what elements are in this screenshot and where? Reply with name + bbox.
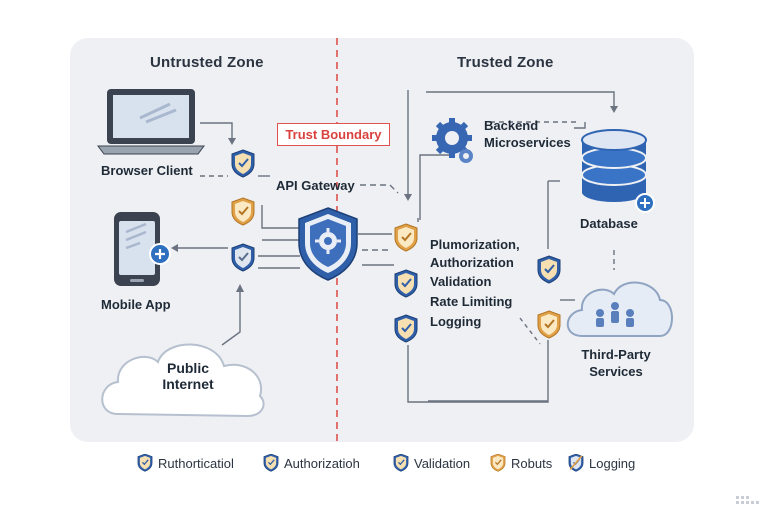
function-item: Authorization [430,255,514,270]
untrusted-zone-title: Untrusted Zone [150,54,264,71]
legend-item: Ruthorticatiol [137,454,234,472]
cloud-icon [101,343,265,418]
legend-label: Robuts [511,455,553,471]
logging-shield-icon [394,314,418,343]
legend-item: Logging [568,454,635,472]
legend-item: Authorizatioh [263,454,360,472]
legend-label: Authorizatioh [284,455,360,471]
legend-label: Logging [589,455,636,471]
third-party-shield-icon [537,255,561,284]
watermark-dots [736,496,759,504]
validation-shield-icon [394,269,418,298]
auth-shield-icon [394,223,418,252]
api-gateway-shield-icon [298,207,358,281]
mobile-phone-icon [114,212,160,286]
mobile-shield-icon [231,243,255,272]
legend-label: Validation [414,455,471,471]
third-party-line2: Services [589,364,643,379]
backend-line1: Backend [484,118,539,133]
legend: Ruthorticatiol Authorizatioh Validation … [0,454,768,474]
backend-line2: Microservices [484,135,571,150]
trusted-zone-title: Trusted Zone [457,54,554,71]
database-label: Database [580,216,638,231]
third-party-label: Third-Party Services [568,346,664,380]
third-party-line1: Third-Party [581,347,651,362]
function-item: Validation [430,274,492,289]
internet-to-gateway-line [221,290,241,346]
public-internet-line1: Public [166,360,209,376]
api-gateway-label: API Gateway [276,178,355,193]
blue-shield-slash-icon [568,454,584,472]
mobile-app-label: Mobile App [101,297,171,312]
gateway-shield-orange-icon [231,197,255,226]
laptop-icon [97,89,205,155]
browser-shield-icon [231,149,255,178]
blue-shield-check-icon [393,454,409,472]
function-item: Plumorization, [430,237,520,252]
browser-to-gateway-line [200,122,233,140]
legend-item: Robuts [490,454,552,472]
database-icon [581,129,647,202]
backend-label: Backend Microservices [484,117,571,151]
phone-plus-badge-icon [149,243,171,265]
legend-label: Ruthorticatiol [158,455,234,471]
browser-client-label: Browser Client [101,163,193,178]
database-plus-badge-icon [635,193,655,213]
legend-item: Validation [393,454,470,472]
third-party-cloud-icon [566,281,673,337]
public-internet-label: Public Internet [148,360,228,392]
function-item: Rate Limiting [430,294,513,309]
blue-shield-check-icon [263,454,279,472]
blue-shield-check-icon [137,454,153,472]
top-to-database-line [426,91,615,108]
function-item: Logging [430,314,482,329]
third-party-shield-orange-icon [537,310,561,339]
public-internet-line2: Internet [162,376,214,392]
trust-boundary-label: Trust Boundary [277,123,390,146]
gear-icon [432,118,473,163]
orange-shield-check-icon [490,454,506,472]
